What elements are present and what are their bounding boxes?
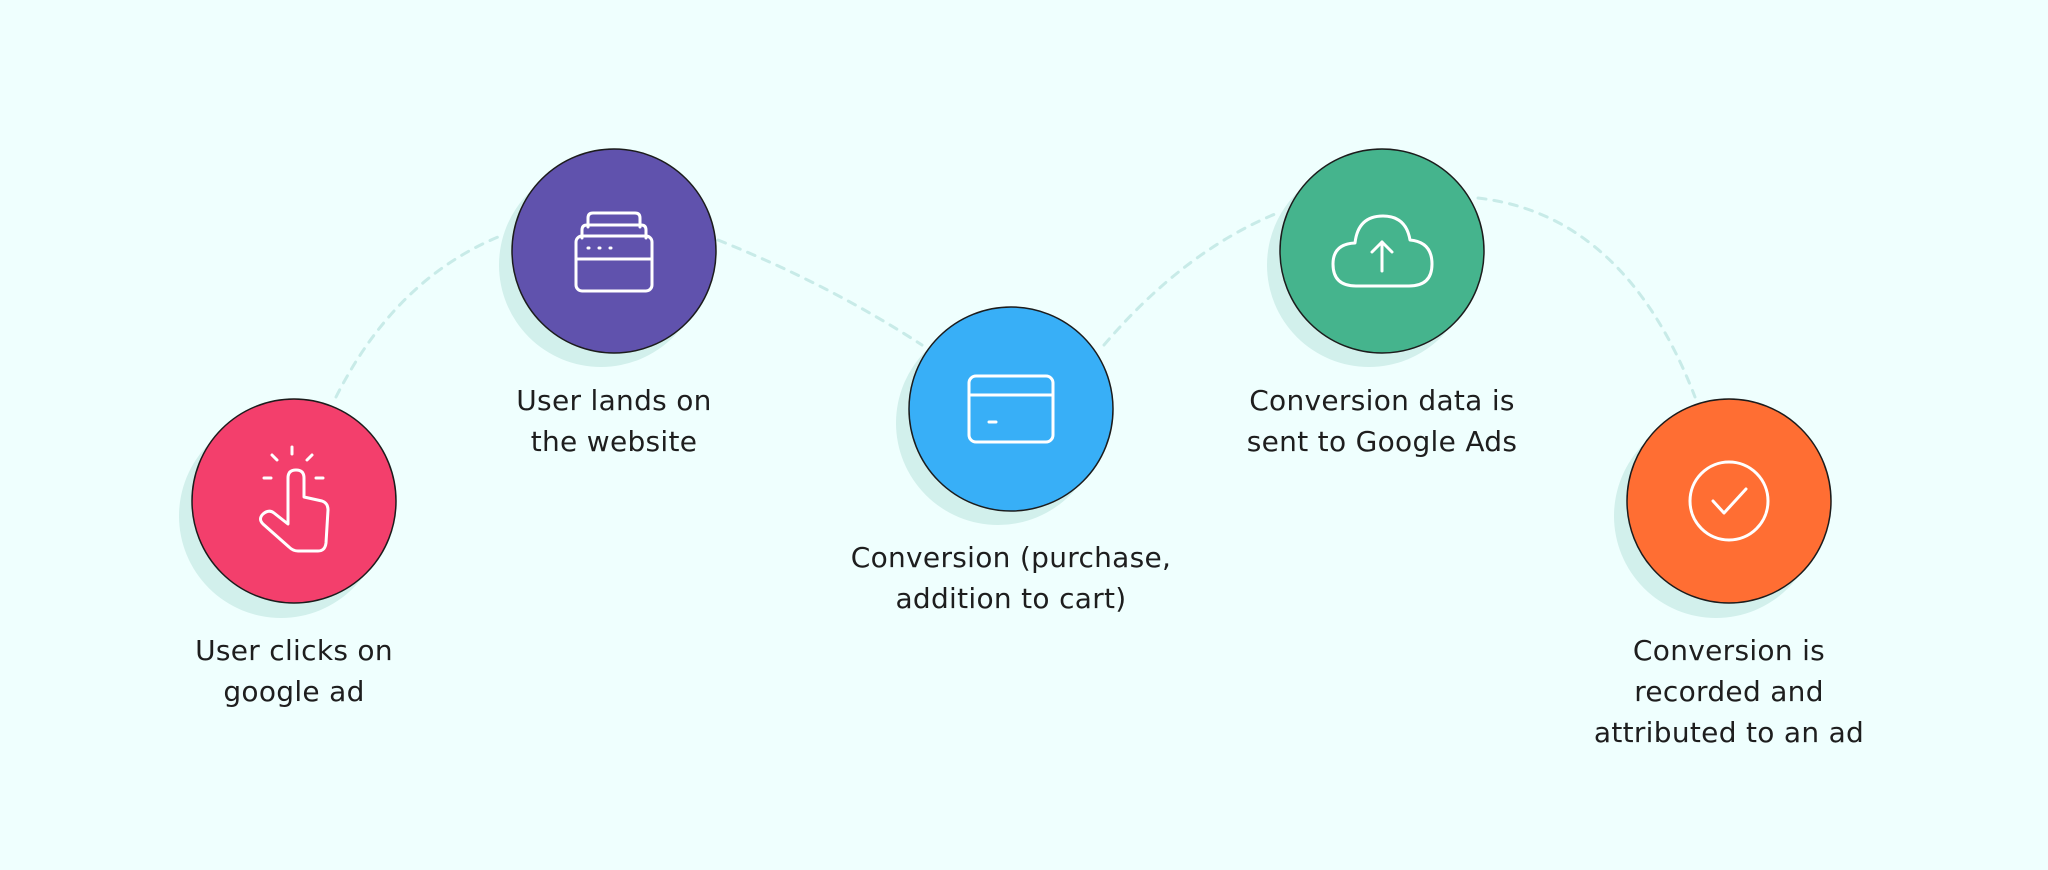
connector-2-3 xyxy=(716,238,924,347)
credit-card-icon xyxy=(967,374,1055,444)
connectors xyxy=(334,196,1697,399)
cloud-upload-icon xyxy=(1331,214,1434,288)
step-3-circle xyxy=(908,306,1114,512)
step-3-label-line-2: addition to cart) xyxy=(895,582,1127,615)
step-5-label-line-3: attributed to an ad xyxy=(1593,716,1865,749)
step-1-label: User clicks on google ad xyxy=(144,630,444,712)
step-2-label-line-2: the website xyxy=(530,425,698,458)
step-3-label: Conversion (purchase, addition to cart) xyxy=(831,537,1191,619)
step-4-node xyxy=(1267,148,1485,367)
step-5-label-line-2: recorded and xyxy=(1634,675,1824,708)
step-2-label: User lands on the website xyxy=(464,380,764,462)
step-5-circle xyxy=(1626,398,1832,604)
tap-finger-icon xyxy=(259,445,330,553)
step-4-label: Conversion data is sent to Google Ads xyxy=(1222,380,1542,462)
browser-stack-icon xyxy=(574,211,654,293)
step-5-node xyxy=(1614,398,1832,618)
step-5-label: Conversion is recorded and attributed to… xyxy=(1569,630,1889,753)
connector-1-2 xyxy=(334,235,500,399)
step-5-label-line-1: Conversion is xyxy=(1632,634,1826,667)
step-2-label-line-1: User lands on xyxy=(516,384,712,417)
connector-3-4 xyxy=(1102,210,1282,347)
step-2-circle xyxy=(511,148,717,354)
step-4-label-line-1: Conversion data is xyxy=(1249,384,1515,417)
step-2-node xyxy=(499,148,717,367)
step-4-label-line-2: sent to Google Ads xyxy=(1246,425,1518,458)
connector-4-5 xyxy=(1476,196,1697,399)
step-3-label-line-1: Conversion (purchase, xyxy=(850,541,1172,574)
step-1-label-line-2: google ad xyxy=(223,675,365,708)
check-circle-icon xyxy=(1688,460,1770,542)
step-1-label-line-1: User clicks on xyxy=(195,634,393,667)
step-3-node xyxy=(896,306,1114,525)
step-1-circle xyxy=(191,398,397,604)
step-1-node xyxy=(179,398,397,618)
